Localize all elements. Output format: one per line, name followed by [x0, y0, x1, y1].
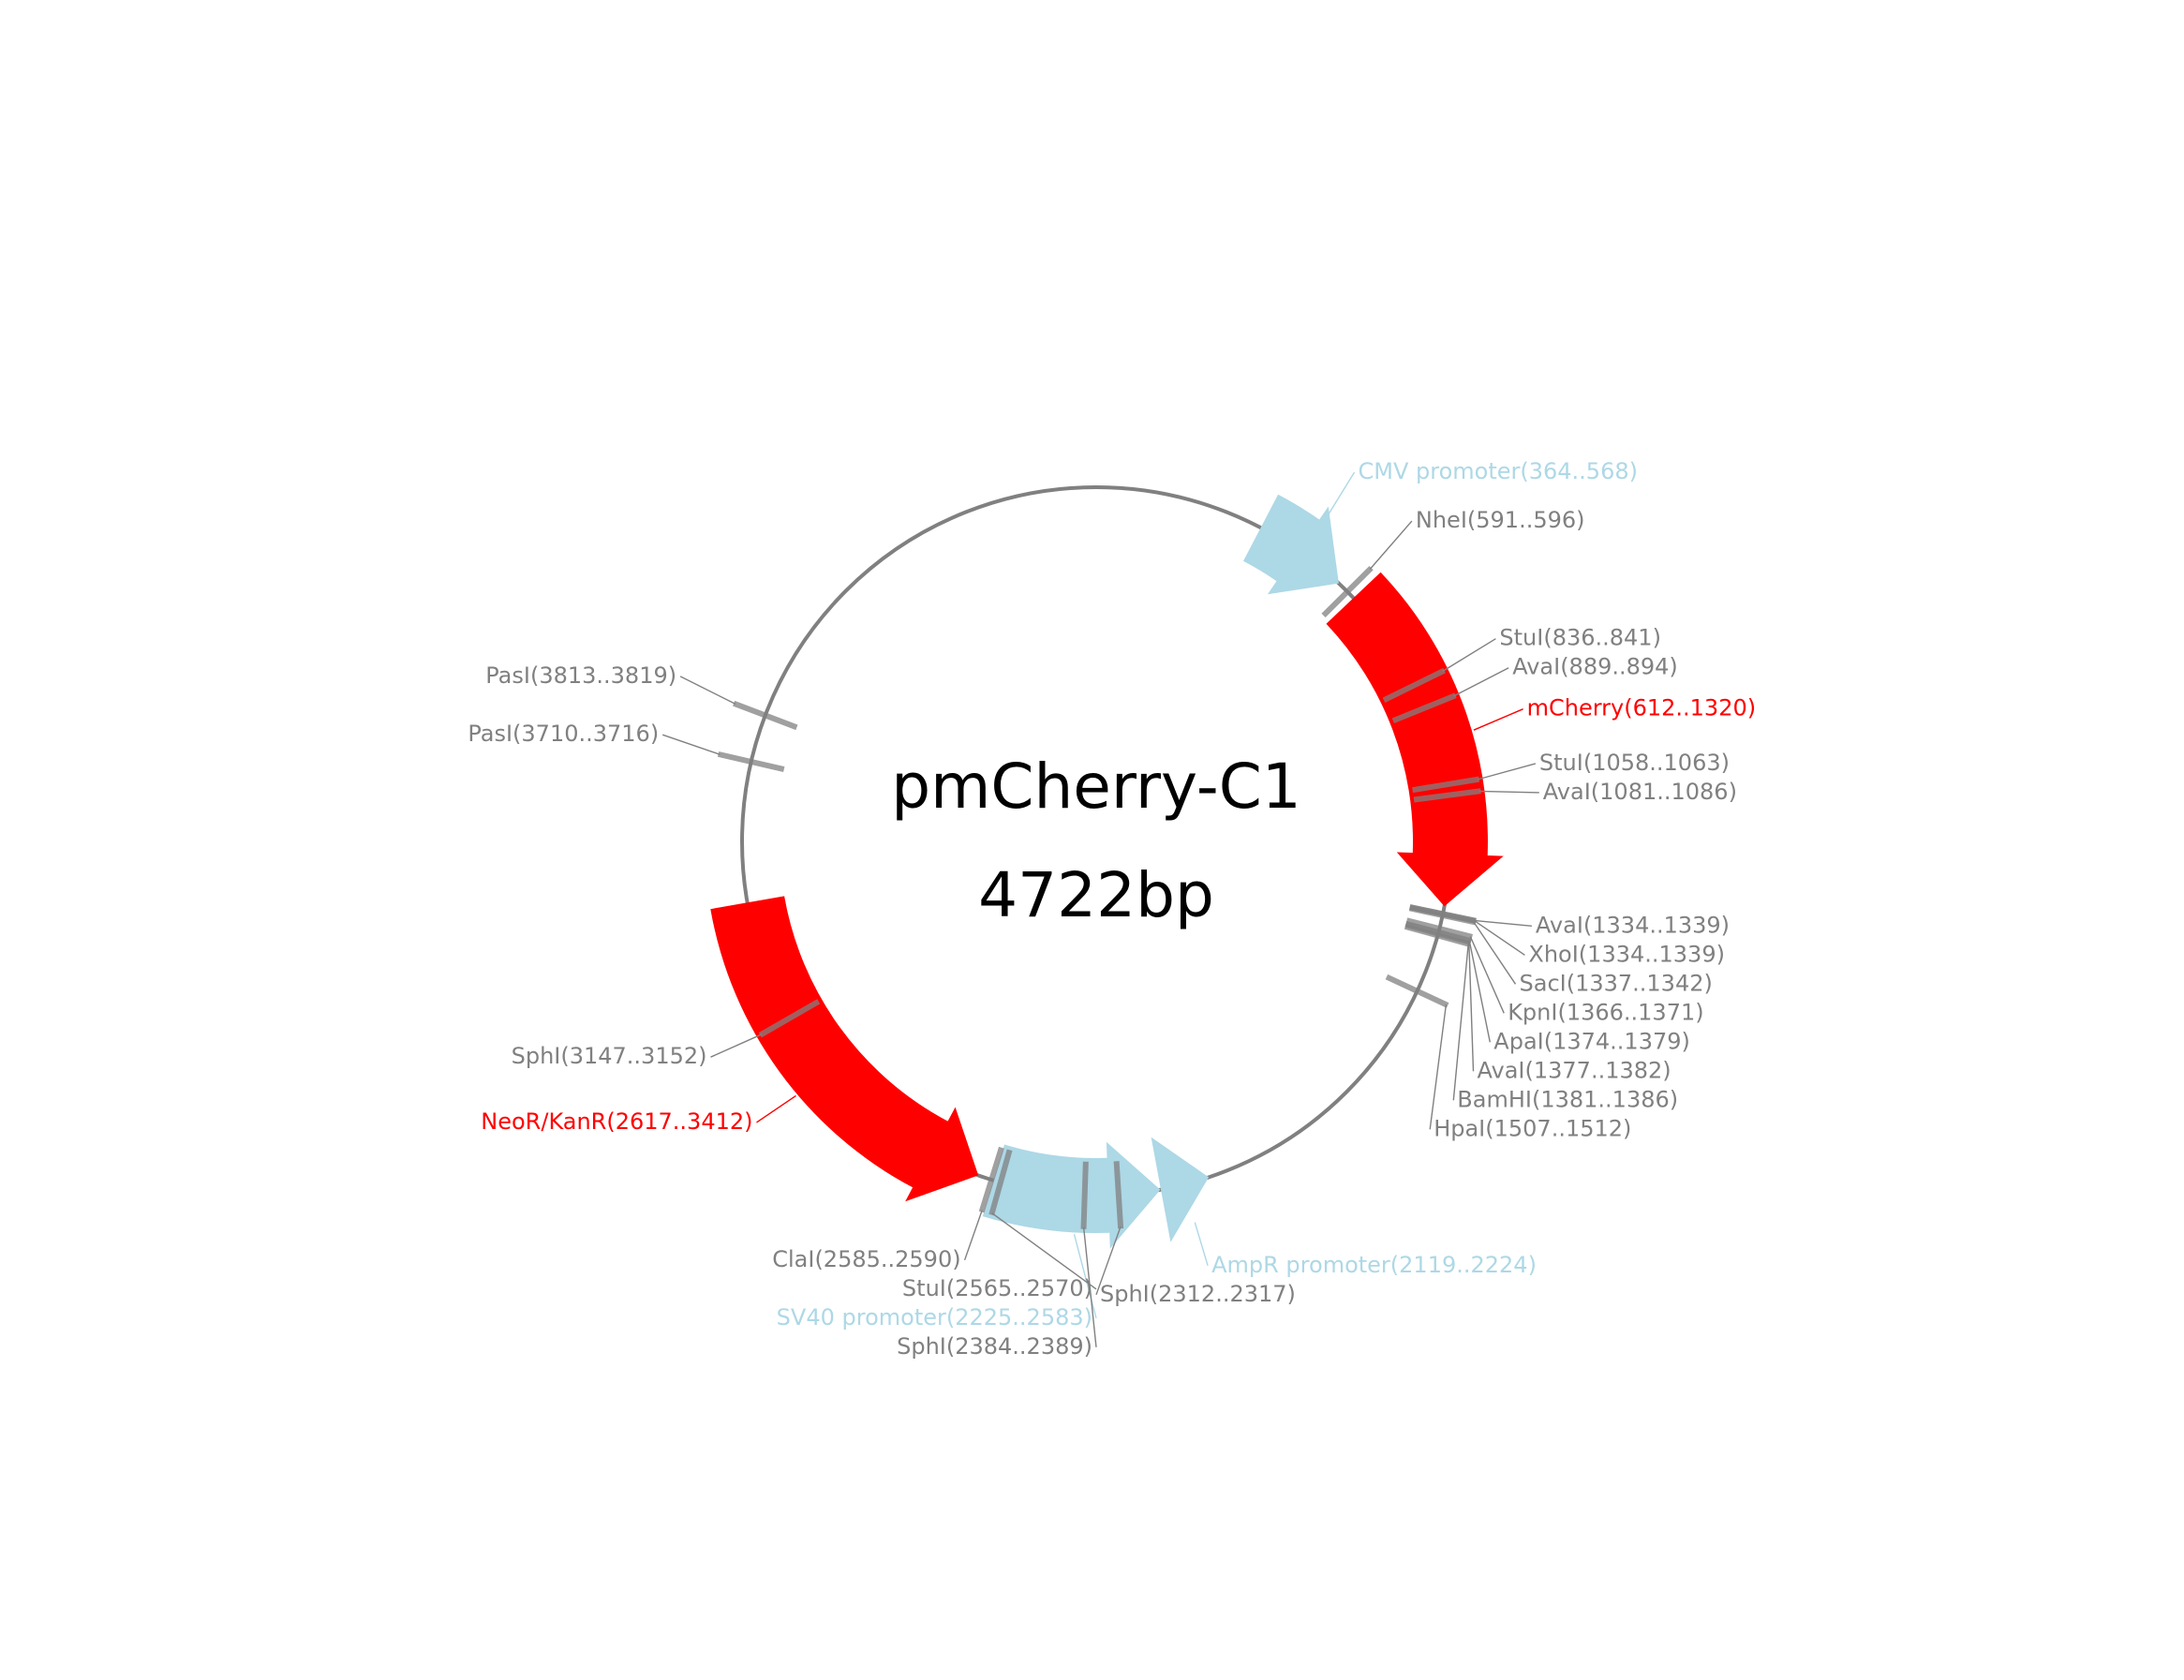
- feature-label-neor-kanr: NeoR/KanR(2617..3412): [481, 1108, 752, 1135]
- site-label-hpai-1507: HpaI(1507..1512): [1434, 1115, 1631, 1141]
- site-leader-nhei-591: [1369, 520, 1413, 570]
- site-label-avai-1081: AvaI(1081..1086): [1543, 779, 1737, 805]
- site-mark-avai-1081[interactable]: [1413, 788, 1481, 803]
- site-label-avai-1377: AvaI(1377..1382): [1478, 1057, 1671, 1083]
- site-label-saci-1337: SacI(1337..1342): [1520, 970, 1713, 996]
- feature-label-ampr-promoter: AmpR promoter(2119..2224): [1211, 1252, 1537, 1278]
- site-label-avai-889: AvaI(889..894): [1512, 654, 1678, 680]
- site-leader-avai-1081: [1478, 790, 1539, 794]
- site-label-xhoi-1334: XhoI(1334..1339): [1528, 941, 1725, 967]
- site-label-stui-1058: StuI(1058..1063): [1539, 750, 1730, 776]
- site-mark-avai-889[interactable]: [1391, 692, 1457, 724]
- site-leader-kpni-1366: [1469, 936, 1505, 1014]
- site-leader-clai-2585: [963, 1210, 983, 1261]
- site-leader-bamhi-1381: [1452, 944, 1469, 1101]
- site-leader-pasi-3710: [661, 734, 721, 755]
- site-label-stui-2565: StuI(2565..2570): [902, 1275, 1092, 1301]
- feature-leader-cmv-promoter: [1324, 471, 1356, 522]
- site-mark-kpni-1366[interactable]: [1405, 917, 1473, 940]
- feature-arrow-neor-kanr[interactable]: [710, 896, 979, 1202]
- site-mark-sphi-2384[interactable]: [1080, 1161, 1089, 1229]
- feature-label-sv40-promoter: SV40 promoter(2225..2583): [777, 1304, 1092, 1331]
- labels-layer: CMV promoter(364..568) mCherry(612..1320)…: [468, 458, 1756, 1360]
- site-label-kpni-1366: KpnI(1366..1371): [1508, 999, 1703, 1025]
- site-label-avai-1334: AvaI(1334..1339): [1536, 912, 1730, 938]
- site-leader-hpai-1507: [1429, 1004, 1448, 1130]
- plasmid-name: pmCherry-C1: [891, 751, 1301, 823]
- site-mark-bamhi-1381[interactable]: [1404, 923, 1471, 947]
- feature-leader-sv40-promoter: [1073, 1234, 1097, 1318]
- site-leader-pasi-3813: [679, 676, 736, 706]
- site-leader-avai-1377: [1468, 942, 1475, 1072]
- site-leader-avai-889: [1453, 667, 1509, 697]
- site-mark-stui-836[interactable]: [1382, 667, 1446, 703]
- site-label-nhei-591: NheI(591..596): [1416, 507, 1585, 533]
- site-mark-sphi-2312[interactable]: [1113, 1161, 1124, 1229]
- feature-arrow-cmv-promoter[interactable]: [1243, 494, 1339, 595]
- leaders-layer: [661, 471, 1539, 1347]
- feature-leader-neor-kanr: [756, 1094, 796, 1123]
- feature-label-cmv-promoter: CMV promoter(364..568): [1359, 458, 1638, 484]
- plasmid-size: 4722bp: [978, 859, 1214, 931]
- site-label-apai-1374: ApaI(1374..1379): [1493, 1028, 1690, 1054]
- feature-arrow-mcherry[interactable]: [1326, 572, 1504, 907]
- site-mark-hpai-1507[interactable]: [1385, 974, 1449, 1008]
- site-leader-stui-2565: [991, 1212, 1097, 1290]
- site-label-sphi-3147: SphI(3147..3152): [512, 1043, 707, 1069]
- site-label-bamhi-1381: BamHI(1381..1386): [1457, 1086, 1678, 1112]
- site-leader-sphi-2312: [1095, 1226, 1122, 1296]
- site-mark-stui-1058[interactable]: [1412, 776, 1480, 794]
- site-leader-stui-836: [1442, 638, 1496, 672]
- feature-label-mcherry: mCherry(612..1320): [1527, 695, 1757, 721]
- site-label-pasi-3813: PasI(3813..3819): [485, 662, 676, 689]
- site-leader-avai-1334: [1474, 919, 1532, 927]
- site-leader-sphi-2384: [1082, 1227, 1097, 1347]
- feature-leader-mcherry: [1473, 708, 1523, 731]
- site-leader-stui-1058: [1477, 763, 1537, 781]
- site-label-sphi-2312: SphI(2312..2317): [1100, 1281, 1296, 1307]
- site-mark-nhei-591[interactable]: [1321, 566, 1374, 618]
- site-leader-saci-1337: [1473, 921, 1517, 985]
- site-leader-apai-1374: [1468, 940, 1491, 1043]
- site-mark-clai-2585[interactable]: [978, 1146, 1004, 1213]
- site-label-clai-2585: ClaI(2585..2590): [772, 1246, 960, 1272]
- sites-layer: [717, 566, 1481, 1229]
- site-label-pasi-3710: PasI(3710..3716): [468, 721, 659, 747]
- site-mark-saci-1337[interactable]: [1408, 905, 1477, 926]
- feature-leader-ampr-promoter: [1194, 1222, 1209, 1267]
- site-leader-sphi-3147: [710, 1033, 763, 1058]
- site-mark-pasi-3710[interactable]: [717, 751, 785, 772]
- site-mark-pasi-3813[interactable]: [733, 700, 798, 731]
- site-label-stui-836: StuI(836..841): [1499, 625, 1661, 651]
- site-leader-xhoi-1334: [1473, 919, 1525, 956]
- site-mark-sphi-3147[interactable]: [758, 999, 821, 1038]
- site-mark-stui-2565[interactable]: [988, 1149, 1013, 1216]
- feature-arrow-ampr-promoter[interactable]: [1151, 1137, 1210, 1242]
- site-label-sphi-2384: SphI(2384..2389): [897, 1333, 1092, 1360]
